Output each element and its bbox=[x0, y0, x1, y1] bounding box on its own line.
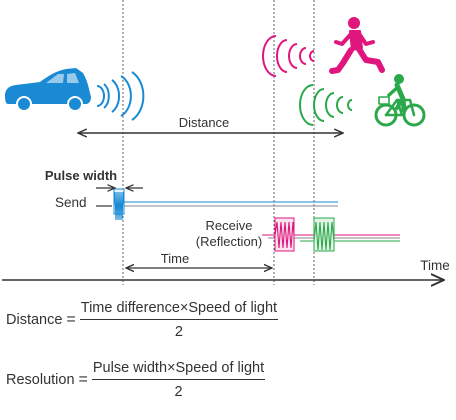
resolution-formula-numerator: Pulse width×Speed of light bbox=[91, 360, 266, 380]
pulse-width-label: Pulse width bbox=[45, 168, 117, 183]
distance-formula-fraction: Time difference×Speed of light 2 bbox=[79, 300, 279, 340]
distance-formula-lhs: Distance bbox=[6, 312, 63, 328]
reflection-label: (Reflection) bbox=[196, 234, 262, 249]
send-pulse-wave bbox=[113, 191, 125, 221]
reflected-wave-green bbox=[299, 84, 353, 126]
radar-wave-icon bbox=[96, 71, 145, 121]
runner-icon bbox=[329, 17, 385, 74]
receive-green-wave bbox=[313, 221, 335, 251]
resolution-formula-equals: = bbox=[78, 371, 88, 388]
resolution-formula-fraction: Pulse width×Speed of light 2 bbox=[91, 360, 266, 400]
send-label: Send bbox=[55, 195, 87, 210]
resolution-formula-denominator: 2 bbox=[174, 384, 183, 400]
reflected-wave-pink bbox=[262, 35, 315, 77]
distance-formula-equals: = bbox=[66, 311, 76, 328]
receive-label: Receive bbox=[206, 218, 253, 233]
distance-formula-numerator: Time difference×Speed of light bbox=[79, 300, 279, 320]
lidar-diagram: Distance Pulse width Send Receive (Refle… bbox=[2, 0, 450, 290]
distance-formula: Distance = Time difference×Speed of ligh… bbox=[6, 300, 279, 340]
resolution-formula: Resolution = Pulse width×Speed of light … bbox=[6, 360, 266, 400]
distance-formula-denominator: 2 bbox=[174, 324, 183, 340]
resolution-formula-lhs: Resolution bbox=[6, 372, 75, 388]
car-icon bbox=[5, 68, 91, 110]
time-interval-label: Time bbox=[161, 251, 189, 266]
distance-label: Distance bbox=[179, 115, 230, 130]
time-axis-label: Time bbox=[420, 258, 450, 273]
receive-pink-wave bbox=[274, 221, 295, 249]
cyclist-icon bbox=[374, 74, 426, 127]
car-windows bbox=[46, 73, 79, 83]
